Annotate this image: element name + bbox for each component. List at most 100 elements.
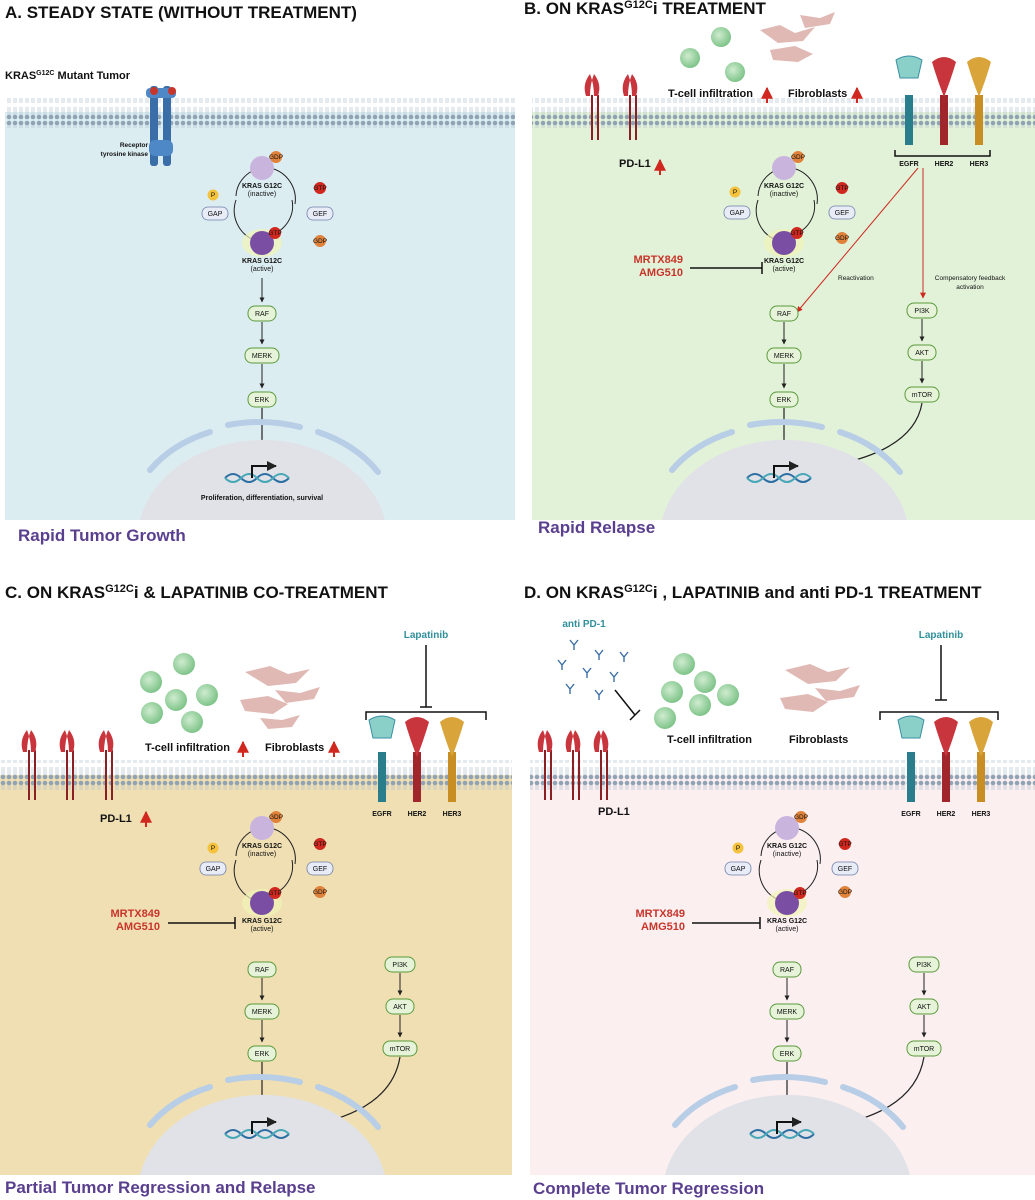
outcome-a: Rapid Tumor Growth [18, 526, 186, 545]
kras-cycle-b: GDP KRAS G12C (inactive) GTP KRAS G12C (… [723, 151, 856, 273]
rtk-label-2: tyrosine kinase [101, 151, 149, 158]
mapk-cascade-a: RAF MERK ERK [244, 278, 280, 461]
svg-text:MERK: MERK [774, 353, 795, 360]
tcell-label-c: T-cell infiltration [145, 742, 230, 754]
svg-text:GEF: GEF [313, 866, 327, 873]
svg-text:KRAS G12C: KRAS G12C [764, 258, 804, 265]
svg-text:KRAS G12C: KRAS G12C [242, 918, 282, 925]
panel-c-membrane [0, 760, 512, 790]
svg-text:MERK: MERK [252, 1009, 273, 1016]
svg-text:PI3K: PI3K [392, 962, 408, 969]
fibro-label-b: Fibroblasts [788, 88, 847, 100]
nucleus-b [662, 419, 907, 520]
svg-text:GAP: GAP [208, 211, 223, 218]
kras-active-icon [250, 231, 274, 255]
svg-text:(active): (active) [251, 926, 274, 933]
nucleus-c [140, 1074, 385, 1175]
antipd1-inhibit [614, 689, 641, 721]
rtk-label-1: Receptor [120, 142, 149, 149]
kras-cycle-c: GDP KRAS G12C (inactive) GTP KRAS G12C (… [199, 811, 334, 933]
svg-text:P: P [733, 189, 737, 196]
pdl1-label-d: PD-L1 [598, 806, 630, 818]
panel-d-title: D. ON KRASG12Ci , LAPATINIB and anti PD-… [524, 583, 982, 602]
phosphate-icon [207, 189, 219, 201]
her-receptors-c [368, 715, 464, 802]
svg-text:MRTX849: MRTX849 [110, 908, 160, 920]
fibroblast-cluster-d [780, 664, 860, 712]
lapatinib-label-c: Lapatinib [404, 630, 448, 641]
gap-node [201, 206, 229, 221]
panel-b: B. ON KRASG12Ci TREATMENT T-cell infiltr… [524, 0, 1035, 537]
svg-text:GTP: GTP [793, 890, 806, 897]
svg-text:HER3: HER3 [443, 811, 462, 818]
svg-text:GTP: GTP [790, 230, 803, 237]
panel-c-title: C. ON KRASG12Ci & LAPATINIB CO-TREATMENT [5, 583, 389, 602]
svg-text:MRTX849: MRTX849 [635, 908, 685, 920]
svg-text:PI3K: PI3K [916, 962, 932, 969]
pdl1-icon-d [537, 730, 609, 800]
receptor-tyrosine-kinase-icon [146, 86, 176, 166]
svg-text:GTP: GTP [835, 185, 848, 192]
svg-text:MERK: MERK [777, 1009, 798, 1016]
merk-node [244, 347, 280, 364]
svg-text:RAF: RAF [777, 311, 791, 318]
svg-text:GDP: GDP [313, 889, 327, 896]
svg-text:mTOR: mTOR [390, 1046, 410, 1053]
svg-text:HER2: HER2 [937, 811, 956, 818]
svg-text:GTP: GTP [838, 841, 851, 848]
outcome-b: Rapid Relapse [538, 518, 655, 537]
mapk-cascade-d: RAF MERK ERK [769, 961, 805, 1119]
svg-text:GTP: GTP [268, 230, 281, 237]
fibroblast-cluster-b [760, 12, 835, 62]
pdl1-label-b: PD-L1 [619, 158, 651, 170]
svg-text:mTOR: mTOR [914, 1046, 934, 1053]
svg-text:GDP: GDP [794, 814, 808, 821]
svg-text:(inactive): (inactive) [248, 851, 276, 858]
svg-text:KRAS G12C: KRAS G12C [242, 258, 282, 265]
reactivation-label: Reactivation [838, 275, 874, 282]
lapatinib-label-d: Lapatinib [919, 630, 963, 641]
panel-d: D. ON KRASG12Ci , LAPATINIB and anti PD-… [524, 583, 1035, 1198]
svg-text:HER3: HER3 [972, 811, 991, 818]
pdl1-label-c: PD-L1 [100, 813, 132, 825]
svg-text:GDP: GDP [313, 238, 327, 245]
erk-node [247, 391, 277, 408]
svg-text:(active): (active) [251, 266, 274, 273]
svg-text:PI3K: PI3K [914, 308, 930, 315]
mapk-cascade-b: RAF MERK ERK [766, 305, 802, 461]
svg-text:ERK: ERK [255, 397, 270, 404]
svg-text:RAF: RAF [255, 311, 269, 318]
svg-text:P: P [211, 845, 215, 852]
pi3k-cascade-d: PI3K AKT mTOR [849, 956, 942, 1124]
drug2-label-b: AMG510 [639, 267, 683, 279]
svg-text:AMG510: AMG510 [641, 921, 685, 933]
svg-text:GTP: GTP [313, 185, 326, 192]
outcome-d: Complete Tumor Regression [533, 1179, 764, 1198]
nucleus-d [665, 1074, 910, 1175]
nucleus-a [140, 419, 385, 520]
her-receptors-b [894, 55, 991, 157]
svg-text:AKT: AKT [917, 1004, 931, 1011]
svg-text:GEF: GEF [313, 211, 327, 218]
panel-c: C. ON KRASG12Ci & LAPATINIB CO-TREATMENT… [0, 583, 512, 1197]
svg-text:KRAS G12C: KRAS G12C [242, 843, 282, 850]
gef-node [306, 206, 334, 221]
her-receptors-d [897, 715, 993, 802]
svg-text:mTOR: mTOR [912, 392, 932, 399]
svg-text:KRAS G12C: KRAS G12C [764, 183, 804, 190]
panel-b-title: B. ON KRASG12Ci TREATMENT [524, 0, 766, 18]
panel-b-membrane [532, 98, 1035, 128]
svg-text:MERK: MERK [252, 353, 273, 360]
svg-text:Compensatory feedback: Compensatory feedback [935, 275, 1006, 282]
svg-text:KRAS G12C: KRAS G12C [242, 183, 282, 190]
kras-inactive-icon [250, 156, 274, 180]
svg-text:HER2: HER2 [935, 161, 954, 168]
pi3k-cascade-b: PI3K AKT mTOR [847, 302, 940, 464]
svg-text:GDP: GDP [838, 889, 852, 896]
kras-cycle-a: GDP KRAS G12C (inactive) GTP KRAS G12C (… [201, 151, 334, 273]
svg-text:(active): (active) [773, 266, 796, 273]
svg-text:GDP: GDP [835, 235, 849, 242]
svg-text:(inactive): (inactive) [773, 851, 801, 858]
tcell-cluster-d [654, 653, 739, 729]
svg-text:GTP: GTP [268, 890, 281, 897]
